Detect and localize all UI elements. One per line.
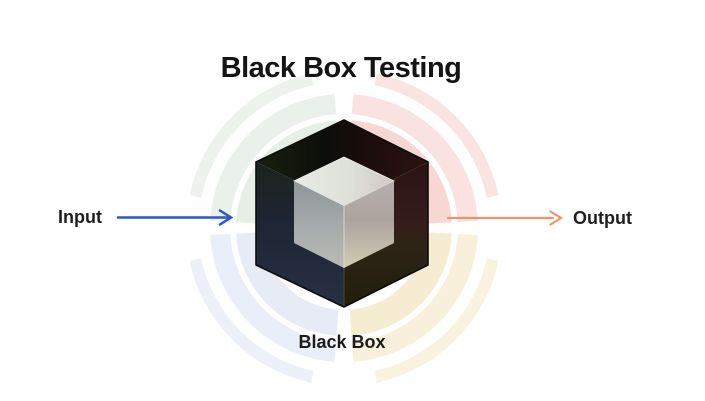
inner-cube-icon bbox=[292, 156, 396, 268]
input-label: Input bbox=[58, 207, 102, 227]
page-title: Black Box Testing bbox=[220, 52, 462, 84]
outer-cube-outline bbox=[255, 119, 429, 308]
output-label: Output bbox=[573, 208, 632, 228]
inner-cube-left-face bbox=[294, 181, 344, 268]
black-box-label: Black Box bbox=[298, 332, 386, 352]
input-right-arrow-icon bbox=[116, 209, 234, 226]
black-box-cube-icon bbox=[255, 119, 429, 308]
inner-cube-right-face bbox=[344, 181, 394, 268]
output-right-arrow-icon bbox=[446, 210, 564, 226]
